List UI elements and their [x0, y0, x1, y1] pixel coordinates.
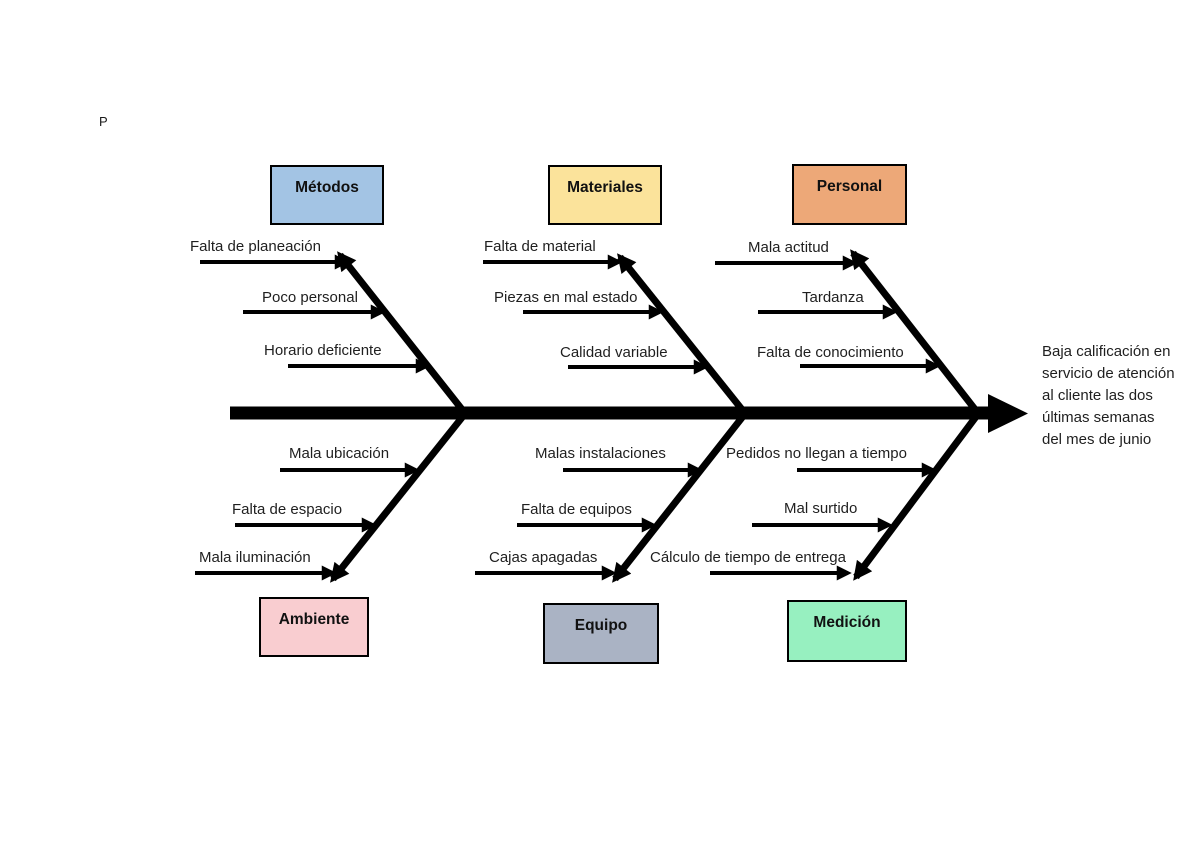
category-box-materiales: Materiales	[548, 165, 662, 225]
cause-label-equipo-2: Falta de equipos	[521, 501, 632, 518]
cause-label-personal-1: Mala actitud	[748, 239, 829, 256]
cause-label-ambiente-3: Mala iluminación	[199, 549, 311, 566]
category-box-equipo: Equipo	[543, 603, 659, 664]
category-box-metodos: Métodos	[270, 165, 384, 225]
cause-label-materiales-2: Piezas en mal estado	[494, 289, 638, 306]
cause-label-materiales-1: Falta de material	[484, 238, 596, 255]
cause-label-ambiente-1: Mala ubicación	[289, 445, 390, 462]
cause-label-materiales-3: Calidad variable	[560, 344, 668, 361]
bone-medicion	[853, 407, 984, 581]
bone-ambiente	[330, 407, 471, 583]
cause-label-personal-2: Tardanza	[802, 289, 864, 306]
bone-metodos	[337, 251, 471, 420]
bone-equipo	[612, 407, 751, 583]
cause-label-metodos-1: Falta de planeación	[190, 238, 321, 255]
cause-label-equipo-3: Cajas apagadas	[489, 549, 598, 566]
spine-arrowhead	[988, 394, 1028, 433]
cause-label-medicion-2: Mal surtido	[784, 500, 858, 517]
category-box-ambiente: Ambiente	[259, 597, 369, 657]
cause-label-metodos-2: Poco personal	[262, 289, 358, 306]
cause-label-personal-3: Falta de conocimiento	[757, 344, 904, 361]
cause-label-equipo-1: Malas instalaciones	[535, 445, 666, 462]
page-marker-text: P	[99, 114, 108, 129]
category-box-personal: Personal	[792, 164, 907, 225]
bone-materiales	[617, 253, 751, 420]
cause-label-metodos-3: Horario deficiente	[264, 342, 382, 359]
cause-label-ambiente-2: Falta de espacio	[232, 501, 343, 518]
category-box-medicion: Medición	[787, 600, 907, 662]
effect-statement: Baja calificación en servicio de atenció…	[1042, 343, 1175, 448]
cause-label-medicion-1: Pedidos no llegan a tiempo	[726, 445, 907, 462]
bone-personal	[850, 249, 984, 420]
cause-label-medicion-3: Cálculo de tiempo de entrega	[650, 549, 846, 566]
